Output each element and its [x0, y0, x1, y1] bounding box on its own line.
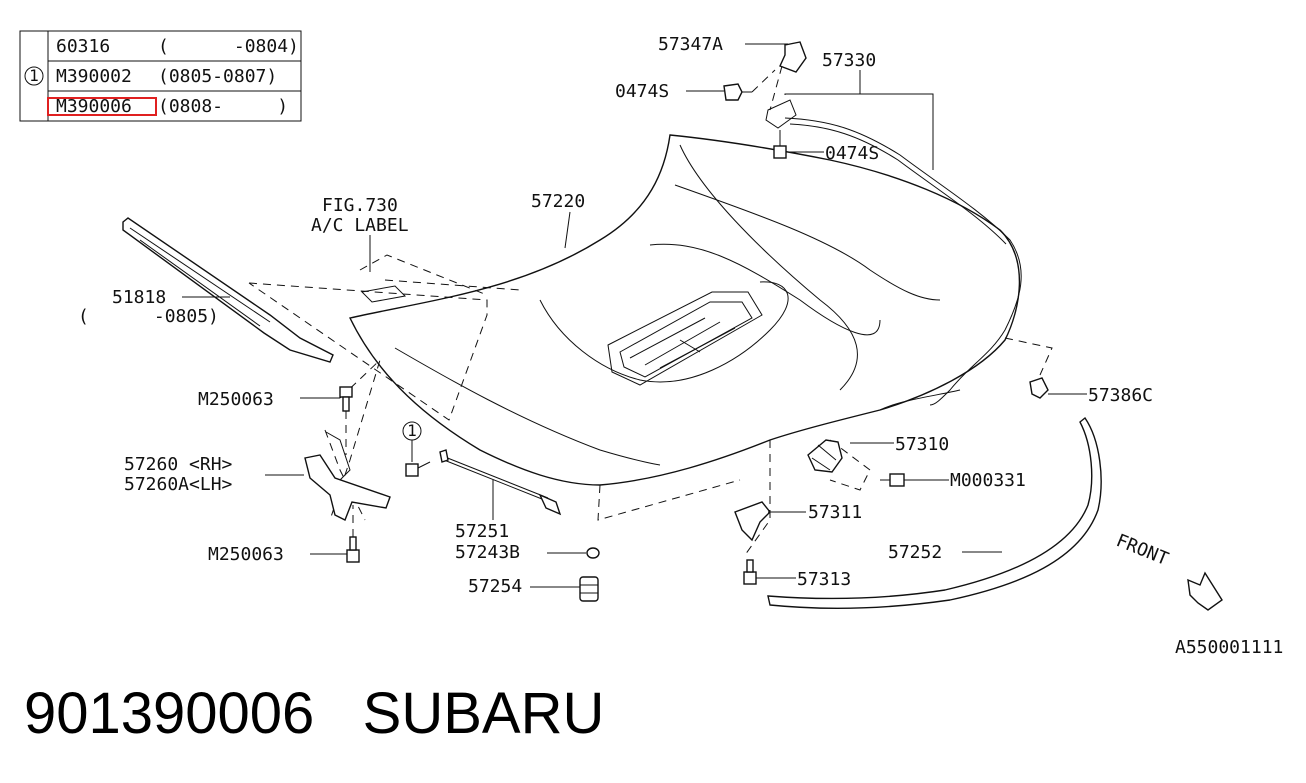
fig-ref-label: FIG.730 — [322, 195, 398, 216]
bolt-0474S-upper — [723, 83, 752, 101]
label-M250063-upper: M250063 — [198, 389, 274, 410]
callout-1: 1 — [407, 421, 417, 440]
seal-57252 — [767, 416, 1102, 609]
ac-label-ref: FIG.730 A/C LABEL — [311, 195, 409, 303]
label-57260a-lh: 57260A<LH> — [124, 474, 233, 495]
weatherstrip-51818 — [122, 217, 334, 363]
label-0474S-upper: 0474S — [615, 81, 669, 102]
label-57254: 57254 — [468, 576, 522, 597]
applicability-table: 1 60316 ( -0804) M390002 (0805-0807) M39… — [19, 30, 302, 122]
label-M000331: M000331 — [950, 470, 1026, 491]
front-arrow-icon — [1187, 571, 1223, 611]
table-row-2-part: M390002 — [56, 66, 132, 87]
cushion-57254 — [579, 576, 599, 602]
reference-lines — [248, 254, 1053, 556]
label-51818-range: ( -0805) — [78, 306, 219, 327]
footer-caption: 901390006 SUBARU — [24, 680, 604, 747]
hood-stay: 1 — [402, 421, 562, 516]
index-marker: 1 — [29, 66, 39, 85]
table-row-1-part: 60316 — [56, 36, 110, 57]
bracket-57347A — [779, 41, 807, 73]
label-57330: 57330 — [822, 50, 876, 71]
label-57243B: 57243B — [455, 542, 520, 563]
label-0474S-lower: 0474S — [825, 143, 879, 164]
drawing-id: A550001111 — [1175, 637, 1283, 658]
bolt-M000331 — [880, 473, 905, 487]
bolt-M250063-upper — [339, 386, 353, 412]
hood-hinge — [304, 431, 391, 521]
label-57220: 57220 — [531, 191, 585, 212]
label-57386C: 57386C — [1088, 385, 1153, 406]
footer-brand: SUBARU — [362, 681, 605, 746]
bolt-57313 — [743, 559, 757, 585]
hood-panel — [348, 134, 1021, 486]
label-57313: 57313 — [797, 569, 851, 590]
label-57251: 57251 — [455, 521, 509, 542]
front-label: FRONT — [1113, 530, 1171, 570]
front-indicator: FRONT — [1113, 530, 1223, 611]
table-row-3-range: (0808- ) — [158, 96, 288, 117]
grommet-57243B — [586, 547, 600, 559]
release-cable — [765, 99, 1022, 406]
bolt-M250063-lower — [346, 536, 360, 563]
label-57310: 57310 — [895, 434, 949, 455]
hood-lock-57310 — [807, 439, 843, 473]
footer-part-number: 901390006 — [24, 681, 315, 746]
label-M250063-lower: M250063 — [208, 544, 284, 565]
label-57347A: 57347A — [658, 34, 723, 55]
clip-57386C — [1029, 377, 1049, 399]
highlight-box — [47, 97, 157, 116]
label-57311: 57311 — [808, 502, 862, 523]
label-51818: 51818 — [112, 287, 166, 308]
index-marker-circle — [24, 66, 44, 86]
table-row-2-range: (0805-0807) — [158, 66, 277, 87]
table-row-3-part: M390006 — [56, 96, 132, 117]
bolt-0474S-lower — [773, 130, 787, 159]
label-57260-rh: 57260 <RH> — [124, 454, 233, 475]
table-row-1-range: ( -0804) — [158, 36, 299, 57]
bracket-57311 — [734, 501, 771, 542]
fig-ref-sub-label: A/C LABEL — [311, 215, 409, 236]
label-57252: 57252 — [888, 542, 942, 563]
